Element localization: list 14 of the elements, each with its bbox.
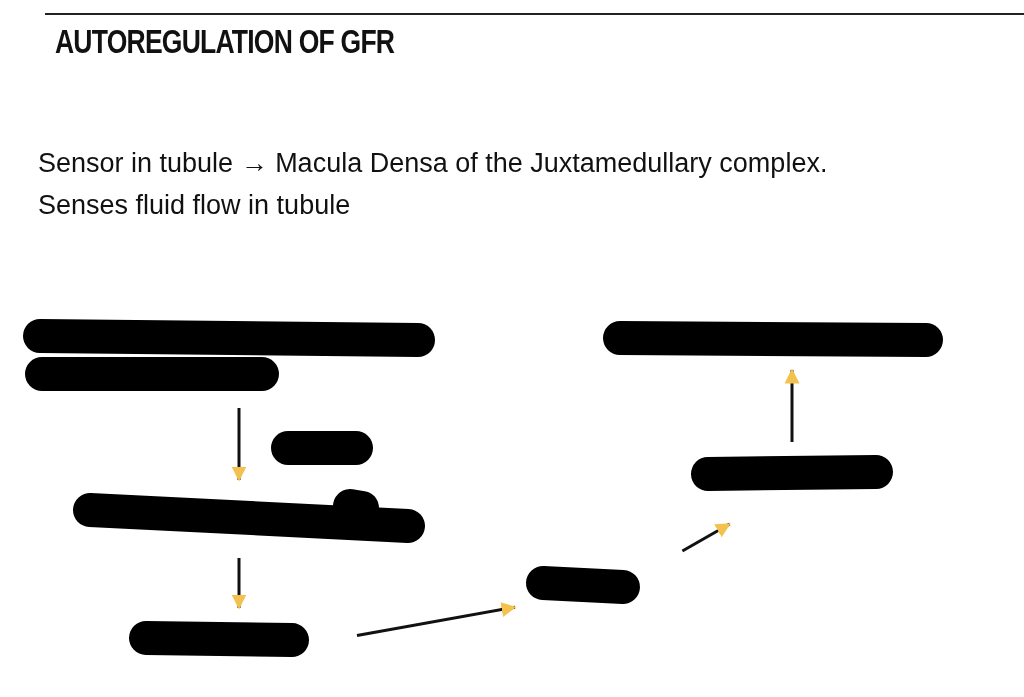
slide-title: AUTOREGULATION OF GFR: [55, 22, 395, 61]
arrow: [356, 602, 517, 637]
redacted-bar: [602, 318, 944, 360]
arrow: [784, 368, 800, 442]
body-text: Sensor in tubule → Macula Densa of the Juxtamedullary complex.: [38, 148, 828, 179]
arrow: [681, 522, 731, 553]
arrow: [231, 558, 247, 610]
redacted-bar: [72, 490, 426, 546]
redacted-bar: [690, 454, 894, 494]
redacted-bar: [128, 618, 310, 660]
redacted-bar: [270, 430, 374, 466]
redacted-bar: [525, 563, 641, 607]
body-text: Senses fluid flow in tubule: [38, 190, 351, 221]
arrow: [231, 408, 247, 482]
